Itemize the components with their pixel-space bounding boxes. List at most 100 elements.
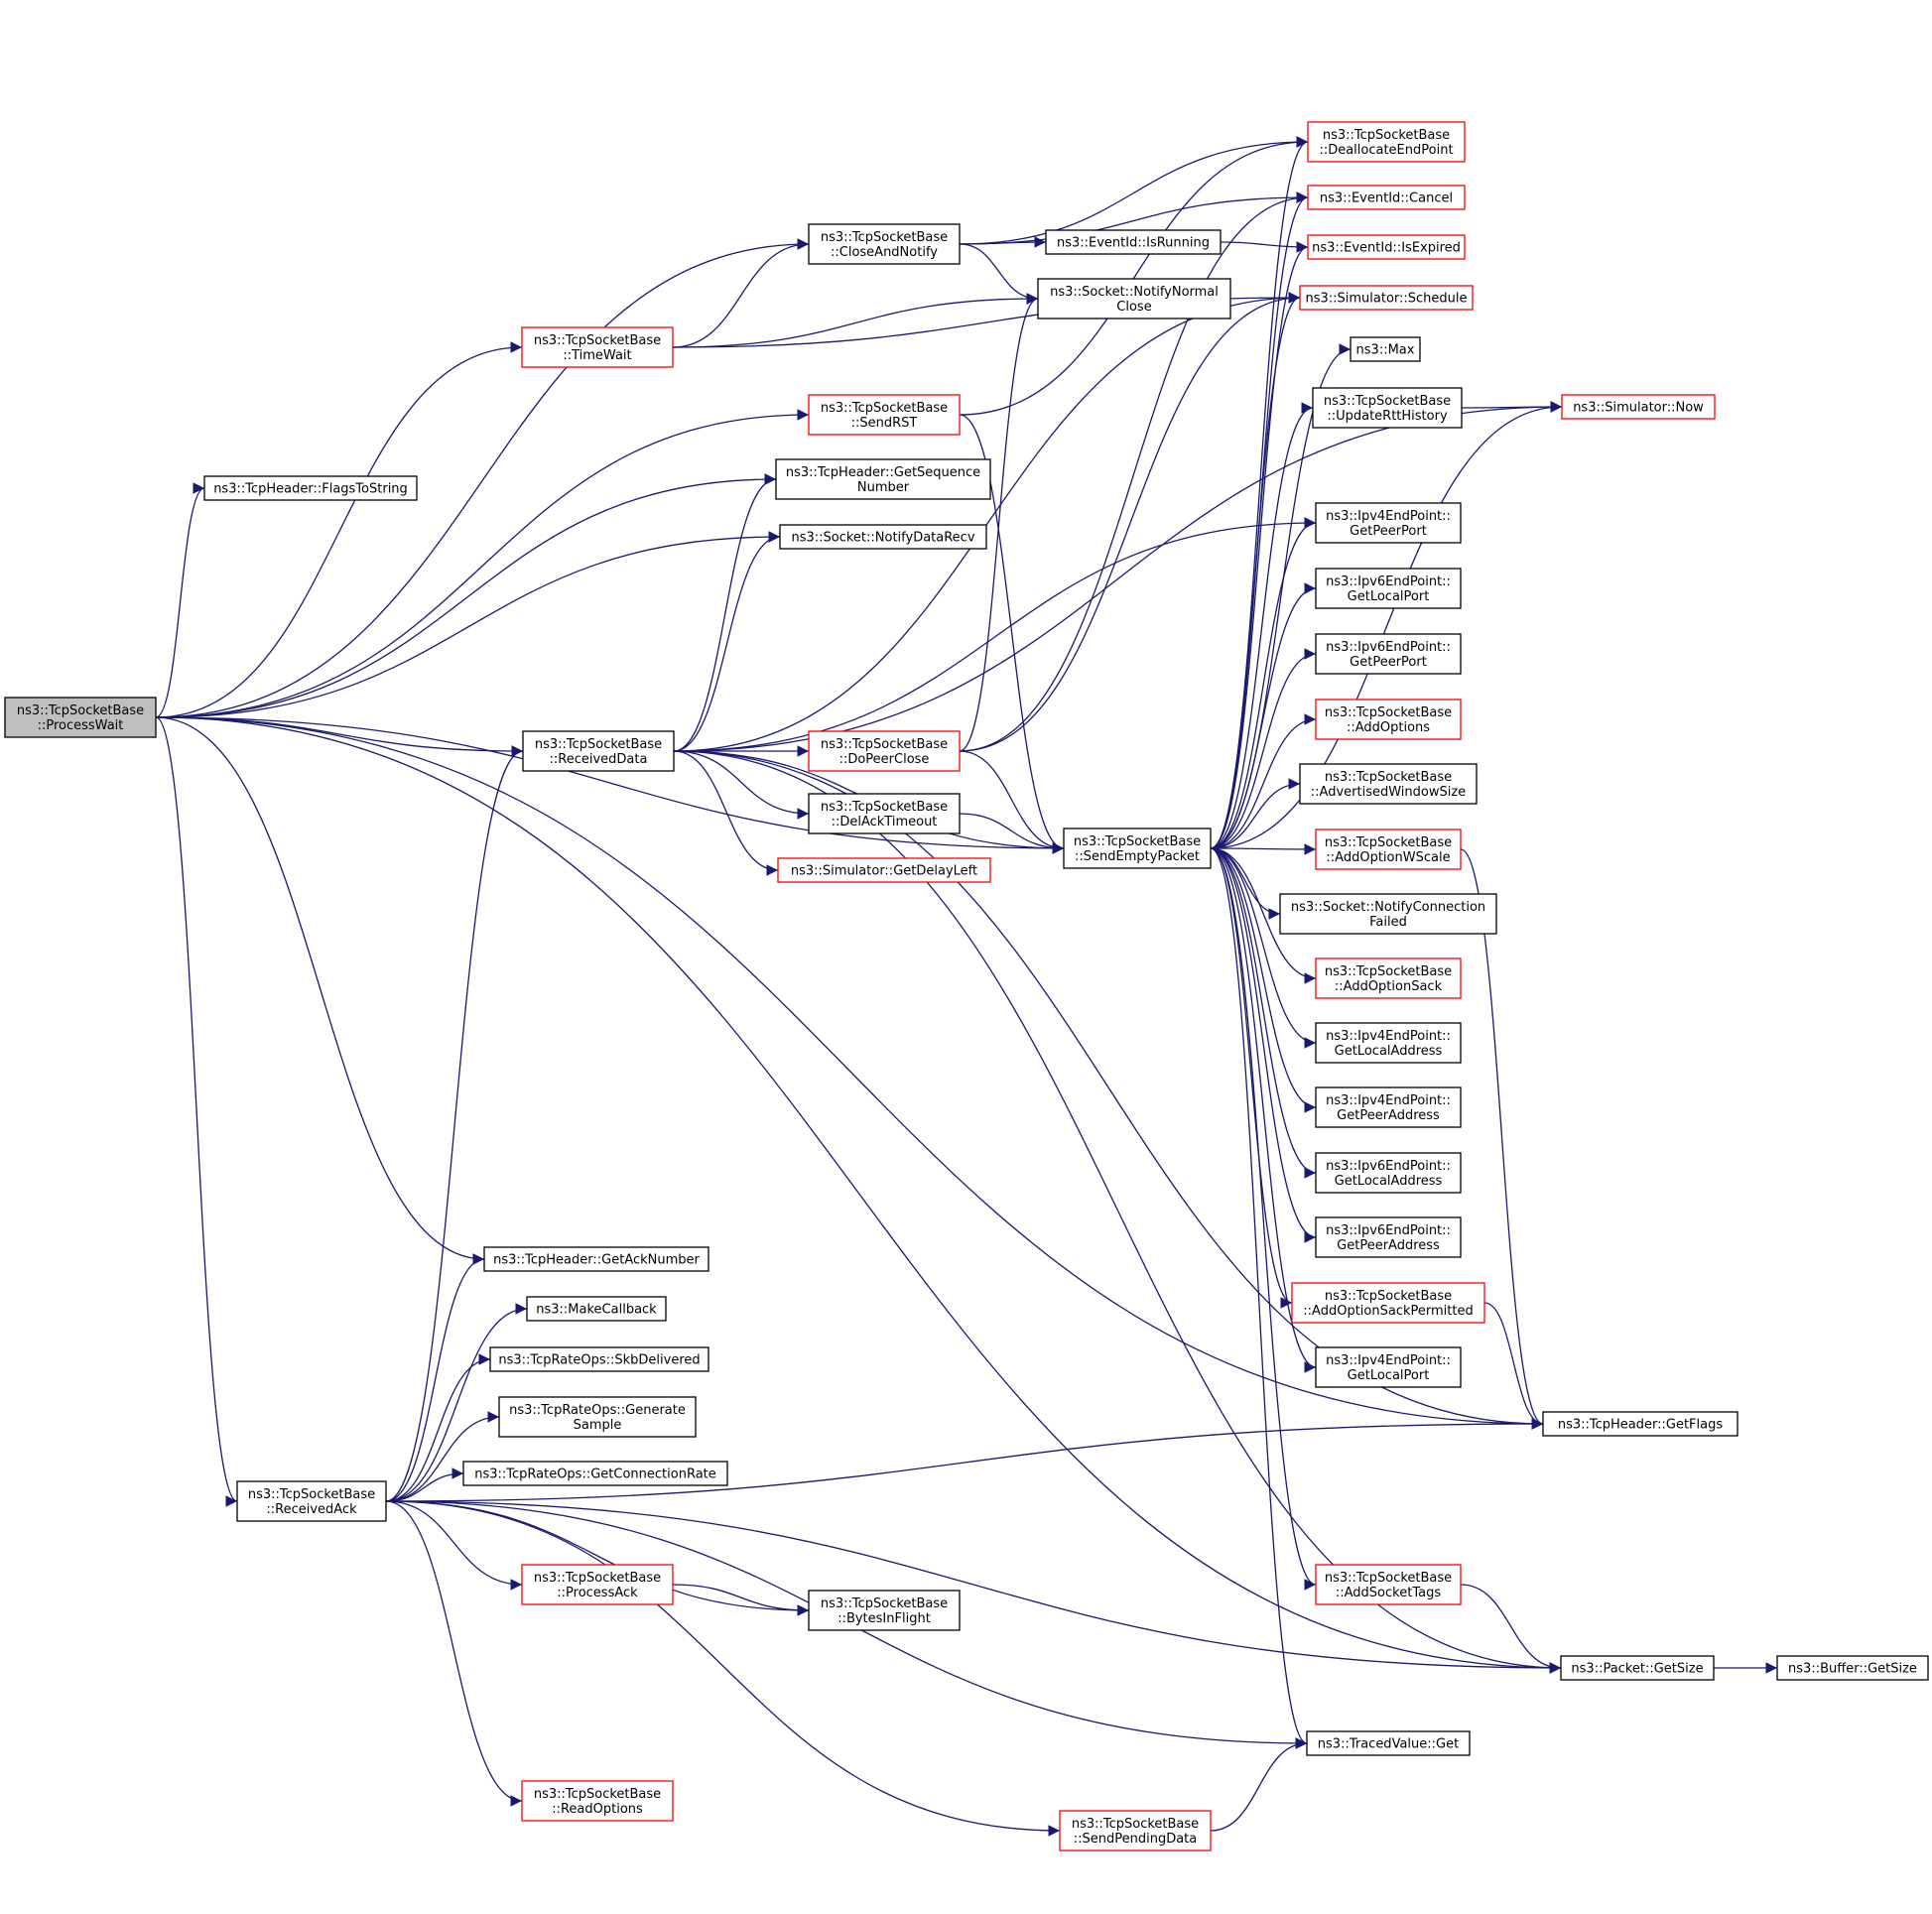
node-addoptionwscale[interactable]: ns3::TcpSocketBase::AddOptionWScale [1315,829,1462,870]
edge-processwait-to-sendemptypacket [155,716,1065,854]
node-label: ::AddOptionSackPermitted [1303,1304,1473,1319]
node-label: ns3::TcpRateOps::GetConnectionRate [474,1467,716,1482]
node-receiveddata[interactable]: ns3::TcpSocketBase::ReceivedData [522,730,675,772]
node-getconnectionrate[interactable]: ns3::TcpRateOps::GetConnectionRate [462,1461,728,1486]
node-addsockettags[interactable]: ns3::TcpSocketBase::AddSocketTags [1315,1564,1462,1605]
node-timewait[interactable]: ns3::TcpSocketBase::TimeWait [521,326,674,368]
node-skbdelivered[interactable]: ns3::TcpRateOps::SkbDelivered [489,1346,709,1372]
edge-receivedack-to-generatesample [385,1411,500,1502]
node-closeandnotify[interactable]: ns3::TcpSocketBase::CloseAndNotify [808,223,961,265]
node-box [1307,185,1466,210]
node-box [1045,229,1222,255]
node-ipv6getpeeraddress[interactable]: ns3::Ipv6EndPoint::GetPeerAddress [1315,1216,1462,1258]
node-label: ::SendRST [851,416,918,431]
edge-sendemptypacket-to-ipv4getpeeraddress [1210,847,1317,1113]
node-box [808,1590,961,1631]
node-label: ::BytesInFlight [837,1611,931,1626]
node-label: ns3::TcpSocketBase [1074,834,1201,849]
node-eventidisexpired[interactable]: ns3::EventId::IsExpired [1307,234,1466,260]
node-label: GetLocalPort [1348,589,1430,604]
node-deallocateendpoint[interactable]: ns3::TcpSocketBase::DeallocateEndPoint [1307,121,1466,163]
node-advertisedwindowsize[interactable]: ns3::TcpSocketBase::AdvertisedWindowSize [1299,763,1478,805]
node-notifydatarecv[interactable]: ns3::Socket::NotifyDataRecv [779,524,987,550]
node-box [1315,1216,1462,1258]
node-label: ns3::TcpSocketBase [1323,128,1450,143]
node-packetgetsize[interactable]: ns3::Packet::GetSize [1560,1655,1715,1681]
node-box [521,1564,674,1605]
node-box [808,394,961,436]
node-box [462,1461,728,1486]
node-eventidcancel[interactable]: ns3::EventId::Cancel [1307,185,1466,210]
node-label: ns3::Ipv4EndPoint:: [1326,1093,1451,1108]
node-ipv4getlocalport[interactable]: ns3::Ipv4EndPoint::GetLocalPort [1315,1346,1462,1388]
node-label: ns3::TcpSocketBase [1325,1571,1452,1586]
node-makecallback[interactable]: ns3::MakeCallback [526,1296,667,1322]
node-buffergetsize[interactable]: ns3::Buffer::GetSize [1776,1655,1929,1681]
edge-processwait-to-getflags [155,716,1544,1430]
edge-sendemptypacket-to-updatertthistory [1210,402,1314,849]
edge-addsockettags-to-packetgetsize [1460,1584,1562,1674]
node-getflags[interactable]: ns3::TcpHeader::GetFlags [1542,1411,1739,1437]
edge-delacktimeout-to-sendemptypacket [959,813,1065,854]
node-ipv6getpeerport[interactable]: ns3::Ipv6EndPoint::GetPeerPort [1315,633,1462,675]
node-ipv4getpeeraddress[interactable]: ns3::Ipv4EndPoint::GetPeerAddress [1315,1086,1462,1128]
node-box [1315,633,1462,675]
node-label: Failed [1369,915,1407,930]
node-eventidisrunning[interactable]: ns3::EventId::IsRunning [1045,229,1222,255]
node-label: ns3::TcpSocketBase [534,1787,661,1802]
node-label: ns3::TcpSocketBase [535,737,662,752]
node-bytesinflight[interactable]: ns3::TcpSocketBase::BytesInFlight [808,1590,961,1631]
node-box [1299,285,1474,311]
edge-closeandnotify-to-eventidcancel [959,191,1309,245]
node-label: ::SendEmptyPacket [1075,849,1200,864]
node-addoptionsackpermitted[interactable]: ns3::TcpSocketBase::AddOptionSackPermitt… [1291,1282,1485,1324]
edge-sendemptypacket-to-advertisedwindowsize [1210,778,1301,849]
node-processack[interactable]: ns3::TcpSocketBase::ProcessAck [521,1564,674,1605]
node-ipv6getlocaladdress[interactable]: ns3::Ipv6EndPoint::GetLocalAddress [1315,1152,1462,1194]
node-receivedack[interactable]: ns3::TcpSocketBase::ReceivedAck [236,1480,387,1522]
node-label: ::CloseAndNotify [831,245,938,260]
node-ipv4getlocaladdress[interactable]: ns3::Ipv4EndPoint::GetLocalAddress [1315,1022,1462,1064]
edge-processwait-to-sendrst [155,409,810,718]
node-label: ns3::Ipv6EndPoint:: [1326,1159,1451,1174]
node-label: ns3::TcpSocketBase [1325,835,1452,850]
node-label: GetPeerPort [1350,655,1427,670]
node-simulatorschedule[interactable]: ns3::Simulator::Schedule [1299,285,1474,311]
node-delacktimeout[interactable]: ns3::TcpSocketBase::DelAckTimeout [808,793,961,834]
node-processwait[interactable]: ns3::TcpSocketBase::ProcessWait [4,697,157,738]
node-dopeerclose[interactable]: ns3::TcpSocketBase::DoPeerClose [808,730,961,772]
node-getacknumber[interactable]: ns3::TcpHeader::GetAckNumber [483,1246,709,1272]
node-box [1315,699,1462,740]
node-label: ns3::TcpHeader::GetFlags [1558,1418,1724,1433]
node-box [1561,394,1716,420]
node-ipv6getlocalport[interactable]: ns3::Ipv6EndPoint::GetLocalPort [1315,568,1462,609]
node-simulatornow[interactable]: ns3::Simulator::Now [1561,394,1716,420]
edge-receivedack-to-getconnectionrate [385,1467,464,1502]
node-updatertthistory[interactable]: ns3::TcpSocketBase::UpdateRttHistory [1312,387,1463,429]
node-label: GetLocalAddress [1335,1174,1443,1189]
node-readoptions[interactable]: ns3::TcpSocketBase::ReadOptions [521,1780,674,1822]
node-label: ns3::TracedValue::Get [1318,1737,1459,1752]
node-box [808,793,961,834]
node-sendpendingdata[interactable]: ns3::TcpSocketBase::SendPendingData [1059,1810,1212,1851]
node-flagstostring[interactable]: ns3::TcpHeader::FlagsToString [203,475,418,501]
node-label: Sample [574,1418,622,1433]
node-max[interactable]: ns3::Max [1350,336,1421,362]
node-label: ns3::TcpHeader::GetAckNumber [493,1253,700,1268]
edge-processack-to-bytesinflight [672,1584,810,1616]
node-label: ::AddSocketTags [1336,1586,1441,1600]
node-getdelayleft[interactable]: ns3::Simulator::GetDelayLeft [777,857,991,883]
node-addoptions[interactable]: ns3::TcpSocketBase::AddOptions [1315,699,1462,740]
node-tracedvalueget[interactable]: ns3::TracedValue::Get [1306,1730,1471,1756]
node-label: ns3::EventId::Cancel [1320,191,1453,206]
node-ipv4getpeerport[interactable]: ns3::Ipv4EndPoint::GetPeerPort [1315,502,1462,544]
node-addoptionsack[interactable]: ns3::TcpSocketBase::AddOptionSack [1315,957,1462,999]
node-sendrst[interactable]: ns3::TcpSocketBase::SendRST [808,394,961,436]
node-sendemptypacket[interactable]: ns3::TcpSocketBase::SendEmptyPacket [1063,828,1212,869]
node-label: GetPeerAddress [1337,1238,1440,1253]
edge-receivedack-to-makecallback [385,1303,528,1502]
